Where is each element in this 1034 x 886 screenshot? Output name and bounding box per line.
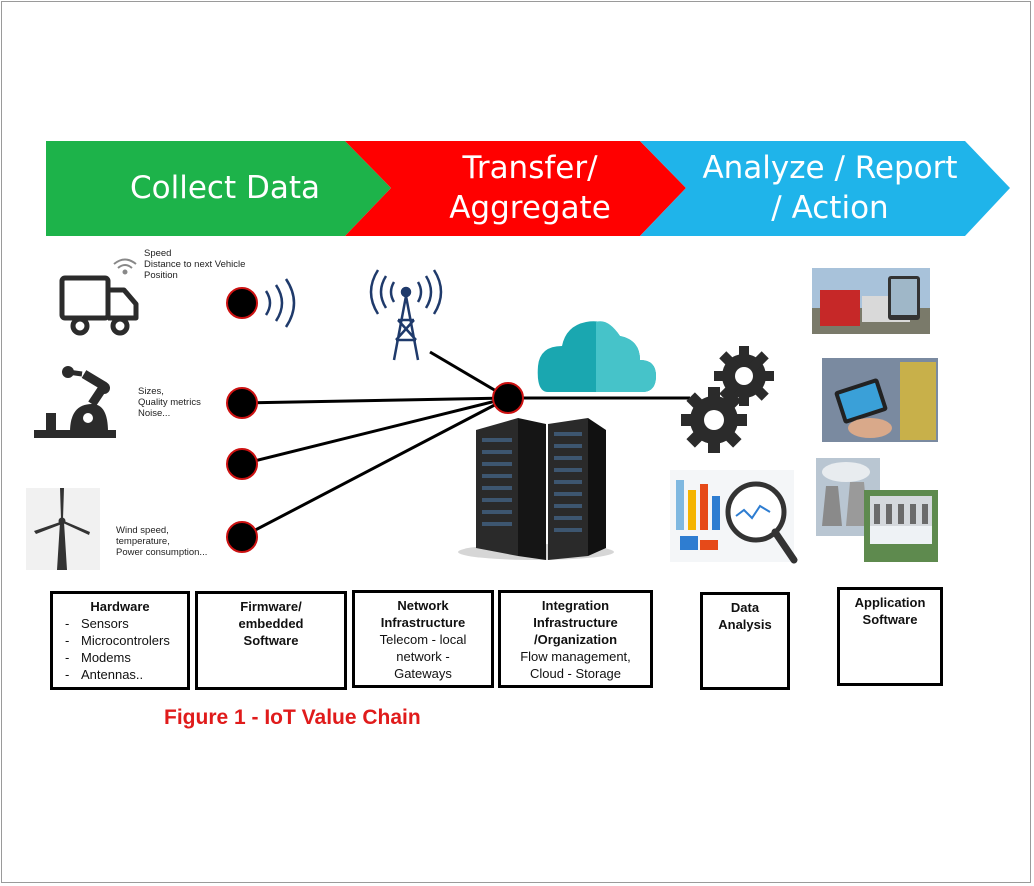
application-software-box: Application Software [837, 587, 943, 686]
list-item: Sensors [65, 615, 187, 632]
stage-collect-label: Collect Data [130, 170, 320, 206]
integration-title: Integration Infrastructure /Organization [533, 598, 618, 647]
network-title: Network Infrastructure [380, 598, 466, 630]
hardware-title: Hardware [90, 599, 150, 614]
application-software-title: Application Software [854, 595, 926, 627]
turbine-annotation: Wind speed, temperature, Power consumpti… [116, 525, 208, 558]
vehicle-annotation: Speed Distance to next Vehicle Position [144, 248, 246, 281]
data-analysis-box: Data Analysis [700, 592, 790, 690]
stage-transfer-label: Transfer/ Aggregate [449, 150, 611, 226]
data-analysis-title: Data Analysis [718, 600, 772, 632]
figure-caption: Figure 1 - IoT Value Chain [164, 706, 421, 729]
firmware-box: Firmware/ embedded Software [195, 591, 347, 690]
stage-analyze-label: Analyze / Report / Action [702, 150, 958, 226]
firmware-title: Firmware/ embedded Software [238, 599, 304, 648]
network-box: Network Infrastructure Telecom - local n… [352, 590, 494, 688]
robot-annotation: Sizes, Quality metrics Noise... [138, 386, 201, 419]
integration-description: Flow management, Cloud - Storage [520, 649, 631, 681]
list-item: Antennas.. [65, 666, 187, 683]
network-description: Telecom - local network - Gateways [379, 632, 467, 681]
hardware-list: Sensors Microcontrolers Modems Antennas.… [53, 615, 187, 683]
hardware-box: Hardware Sensors Microcontrolers Modems … [50, 591, 190, 690]
list-item: Microcontrolers [65, 632, 187, 649]
list-item: Modems [65, 649, 187, 666]
integration-box: Integration Infrastructure /Organization… [498, 590, 653, 688]
